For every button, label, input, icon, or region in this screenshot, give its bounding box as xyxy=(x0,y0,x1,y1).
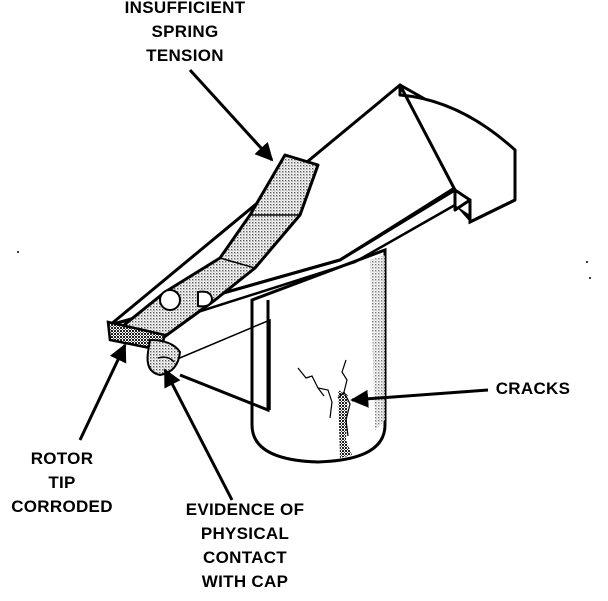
label-rotor-tip: ROTOR TIP CORRODED xyxy=(11,449,113,516)
arrow-physical-contact xyxy=(163,368,234,501)
cracks-lines xyxy=(297,359,351,437)
arrow-cracks xyxy=(350,388,489,408)
label-spring-tension: INSUFFICIENT SPRING TENSION xyxy=(124,0,246,65)
arrow-rotor-tip xyxy=(78,343,127,441)
specks xyxy=(17,251,591,279)
label-cracks: CRACKS xyxy=(495,379,571,398)
leader-arrows xyxy=(78,68,489,501)
arrow-spring-tension xyxy=(188,68,274,162)
rotor-shaft xyxy=(250,247,387,464)
label-physical-contact: EVIDENCE OF PHYSICAL CONTACT WITH CAP xyxy=(185,500,305,591)
rotor-tip xyxy=(106,320,182,377)
